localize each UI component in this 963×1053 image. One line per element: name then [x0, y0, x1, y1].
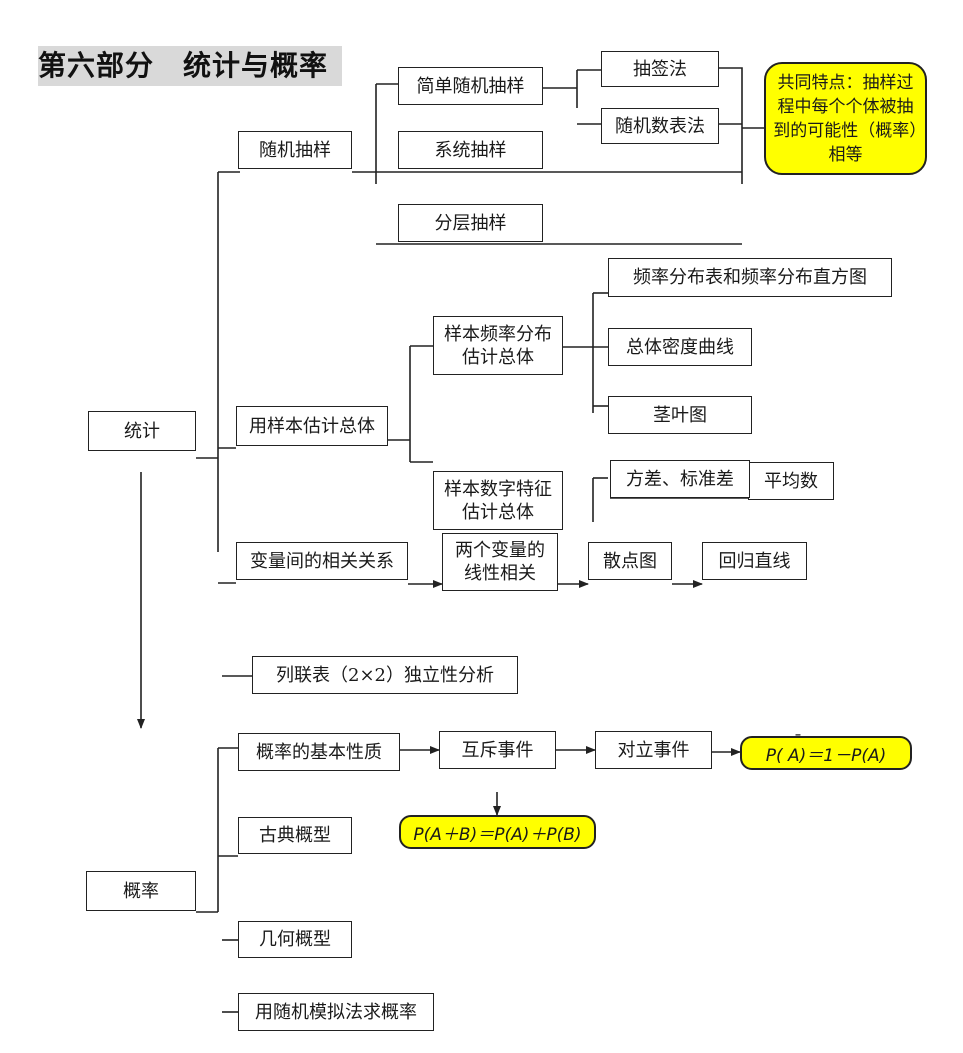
node-gudian-gaixing: 古典概型 — [238, 817, 352, 854]
node-duili-shijian: 对立事件 — [595, 731, 712, 769]
node-yangben-guji-zongti: 用样本估计总体 — [236, 406, 388, 446]
node-pinlv-fenbu-biao: 频率分布表和频率分布直方图 — [608, 258, 892, 297]
node-xitong-chouyang: 系统抽样 — [398, 131, 543, 169]
node-xianxing-xiangguan: 两个变量的线性相关 — [442, 533, 558, 591]
node-huigui-zhixian: 回归直线 — [702, 542, 807, 580]
node-huchi-shijian: 互斥事件 — [439, 731, 556, 769]
node-suiji-moni-fa: 用随机模拟法求概率 — [238, 993, 434, 1031]
callout-common-feature: 共同特点：抽样过程中每个个体被抽到的可能性（概率）相等 — [764, 62, 927, 175]
node-suijishu-biao-fa: 随机数表法 — [601, 108, 719, 144]
node-gailv: 概率 — [86, 871, 196, 911]
node-pingjun-shu: 平均数 — [748, 462, 834, 500]
node-jiandan-suiji-chouyang: 简单随机抽样 — [398, 67, 543, 105]
node-sandian-tu: 散点图 — [588, 542, 672, 580]
node-fenceng-chouyang: 分层抽样 — [398, 204, 543, 242]
node-suiji-chouyang: 随机抽样 — [238, 131, 352, 169]
node-jingye-tu: 茎叶图 — [608, 396, 752, 434]
node-tongji: 统计 — [88, 411, 196, 451]
node-shuzi-tezheng-guji: 样本数字特征估计总体 — [433, 471, 563, 530]
connector-right-bracket — [719, 67, 743, 184]
node-fangcha-biaozhuncha: 方差、标准差 — [610, 460, 750, 498]
formula-mutually-exclusive-addition: P(A＋B)＝P(A)＋P(B) — [399, 815, 596, 849]
node-pinlv-fenbu-guji: 样本频率分布估计总体 — [433, 316, 563, 375]
node-gailv-jiben-xingzhi: 概率的基本性质 — [238, 733, 400, 771]
node-lielian-biao: 列联表（2×2）独立性分析 — [252, 656, 518, 694]
formula-complement-event: P( A)＝1－P(A) ¯ — [740, 732, 912, 770]
node-bianliang-xiangguan: 变量间的相关关系 — [236, 542, 408, 580]
node-chouqian-fa: 抽签法 — [601, 51, 719, 87]
node-jihe-gaixing: 几何概型 — [238, 921, 352, 958]
page-title: 第六部分 统计与概率 — [38, 46, 342, 86]
formula-complement-text: P( A)＝1－P(A) — [765, 745, 887, 766]
formula-complement-bar: ¯ — [793, 731, 803, 752]
node-zongti-midu-quxian: 总体密度曲线 — [608, 328, 752, 366]
